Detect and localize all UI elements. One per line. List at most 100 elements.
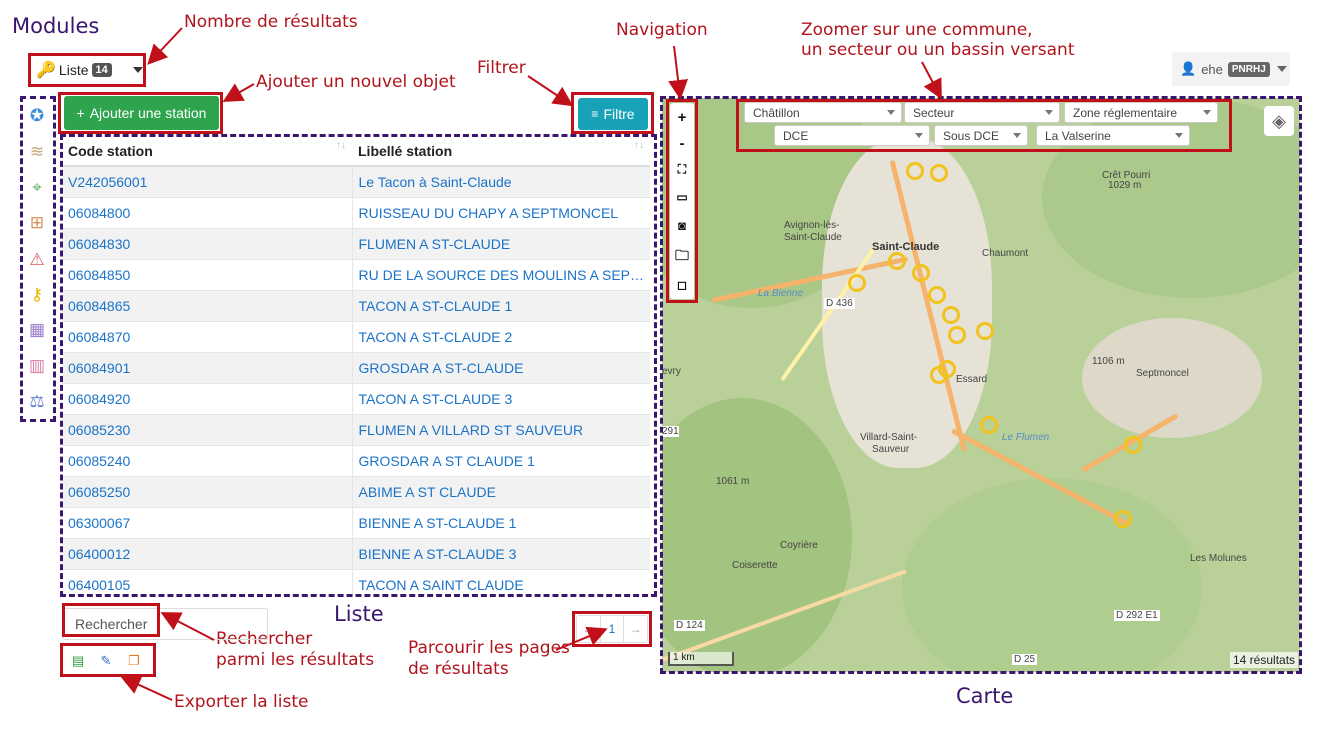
station-label-link[interactable]: TACON A ST-CLAUDE 2 — [352, 320, 650, 352]
station-marker[interactable] — [930, 164, 948, 182]
document-icon[interactable]: ▥ — [28, 356, 46, 375]
station-code-link[interactable]: 06085250 — [62, 475, 353, 507]
station-marker[interactable] — [848, 274, 866, 292]
export-copy-icon[interactable]: ❐ — [128, 653, 140, 668]
draw-rectangle-icon[interactable]: ◻ — [677, 278, 687, 292]
bassin-select[interactable]: La Valserine — [1036, 125, 1190, 146]
station-marker[interactable] — [938, 360, 956, 378]
column-header-label[interactable]: Libellé station↑↓ — [352, 136, 650, 167]
export-excel-icon[interactable]: ▤ — [71, 653, 85, 668]
station-code-link[interactable]: 06300067 — [62, 506, 353, 538]
station-code-link[interactable]: 06084920 — [62, 382, 353, 414]
bridge-icon[interactable]: ⊞ — [29, 213, 45, 232]
river-icon[interactable]: ≋ — [29, 142, 45, 161]
station-label-link[interactable]: GROSDAR A ST CLAUDE 1 — [352, 444, 650, 476]
station-marker[interactable] — [912, 264, 930, 282]
station-label-link[interactable]: BIENNE A ST-CLAUDE 1 — [352, 506, 650, 538]
station-code-link[interactable]: 06400012 — [62, 537, 353, 569]
station-label-link[interactable]: GROSDAR A ST-CLAUDE — [352, 351, 650, 383]
road-label: D 124 — [674, 620, 705, 631]
station-code-link[interactable]: 06084901 — [62, 351, 353, 383]
station-marker[interactable] — [1114, 510, 1132, 528]
zone-select[interactable]: Zone réglementaire — [1064, 102, 1218, 123]
station-marker[interactable] — [928, 286, 946, 304]
folder-icon[interactable]: 🗀 — [675, 247, 689, 263]
secteur-select[interactable]: Secteur — [904, 102, 1060, 123]
annotation-dashed-sidebar — [20, 96, 56, 422]
station-label-link[interactable]: BIENNE A ST-CLAUDE 3 — [352, 537, 650, 569]
station-code-link[interactable]: 06084800 — [62, 196, 353, 228]
user-menu[interactable]: 👤 ehe PNRHJ — [1172, 52, 1290, 86]
key-icon[interactable]: ⚷ — [30, 285, 44, 304]
page-1-button[interactable]: 1 — [601, 616, 625, 642]
place-label: 1106 m — [1092, 356, 1125, 367]
fish-icon[interactable]: ✪ — [29, 106, 45, 125]
station-marker[interactable] — [906, 162, 924, 180]
warning-icon[interactable]: ⚠ — [29, 250, 45, 269]
station-code-link[interactable]: V242056001 — [62, 165, 353, 197]
station-label-link[interactable]: ABIME A ST CLAUDE — [352, 475, 650, 507]
station-marker[interactable] — [942, 306, 960, 324]
layers-icon[interactable]: ◈ — [1264, 106, 1294, 136]
location-pin-icon[interactable]: ⌖ — [32, 178, 42, 197]
filter-button[interactable]: ≡ Filtre — [578, 98, 648, 130]
dce-select[interactable]: DCE — [774, 125, 930, 146]
station-marker[interactable] — [1124, 436, 1142, 454]
zoom-out-button[interactable]: - — [679, 134, 685, 152]
map-icon[interactable]: ▦ — [28, 320, 46, 339]
module-selector[interactable]: 🔑 Liste 14 — [32, 56, 143, 84]
column-header-code[interactable]: Code station↑↓ — [62, 136, 352, 167]
export-edit-icon[interactable]: ✎ — [100, 653, 112, 668]
station-code-link[interactable]: 06084870 — [62, 320, 353, 352]
station-code-link[interactable]: 06085230 — [62, 413, 353, 445]
station-label-link[interactable]: Le Tacon à Saint-Claude — [352, 165, 650, 197]
station-marker[interactable] — [976, 322, 994, 340]
scale-icon[interactable]: ⚖ — [29, 392, 45, 411]
station-label-link[interactable]: RUISSEAU DU CHAPY A SEPTMONCEL — [352, 196, 650, 228]
sous-dce-select[interactable]: Sous DCE — [934, 125, 1028, 146]
fullscreen-icon[interactable]: ⛶ — [677, 161, 687, 176]
station-label-link[interactable]: FLUMEN A ST-CLAUDE — [352, 227, 650, 259]
next-page-button[interactable]: → — [629, 622, 642, 636]
station-marker[interactable] — [948, 326, 966, 344]
commune-select[interactable]: Châtillon — [744, 102, 902, 123]
chevron-down-icon — [132, 67, 143, 73]
map-view[interactable]: Avignon-lès- Saint-Claude Saint-Claude C… — [662, 98, 1300, 672]
zoom-in-button[interactable]: + — [677, 108, 687, 126]
annotation-nb-results: Nombre de résultats — [184, 12, 358, 32]
bassin-select-value: La Valserine — [1045, 128, 1111, 143]
module-label: Liste — [58, 62, 89, 78]
station-marker[interactable] — [888, 252, 906, 270]
station-label-link[interactable]: TACON A SAINT CLAUDE — [352, 568, 650, 596]
annotation-box-filter — [571, 92, 654, 134]
station-code-link[interactable]: 06084830 — [62, 227, 353, 259]
map-navigation-bar: + - ⛶ ▭ ◙ 🗀 ◻ — [670, 103, 694, 299]
road-label: D 436 — [824, 298, 855, 309]
camera-icon[interactable]: ◙ — [678, 217, 686, 233]
station-label-link[interactable]: RU DE LA SOURCE DES MOULINS A SEPTM... — [352, 258, 650, 290]
station-code-link[interactable]: 06085240 — [62, 444, 353, 476]
station-code-link[interactable]: 06400105 — [62, 568, 353, 596]
station-label-link[interactable]: TACON A ST-CLAUDE 3 — [352, 382, 650, 414]
station-marker[interactable] — [980, 416, 998, 434]
station-code-link[interactable]: 06084850 — [62, 258, 353, 290]
station-code-link[interactable]: 06084865 — [62, 289, 353, 321]
measure-icon[interactable]: ▭ — [676, 190, 688, 204]
station-label-link[interactable]: TACON A ST-CLAUDE 1 — [352, 289, 650, 321]
station-label-link[interactable]: FLUMEN A VILLARD ST SAUVEUR — [352, 413, 650, 445]
add-station-button[interactable]: + Ajouter une station — [64, 96, 219, 130]
